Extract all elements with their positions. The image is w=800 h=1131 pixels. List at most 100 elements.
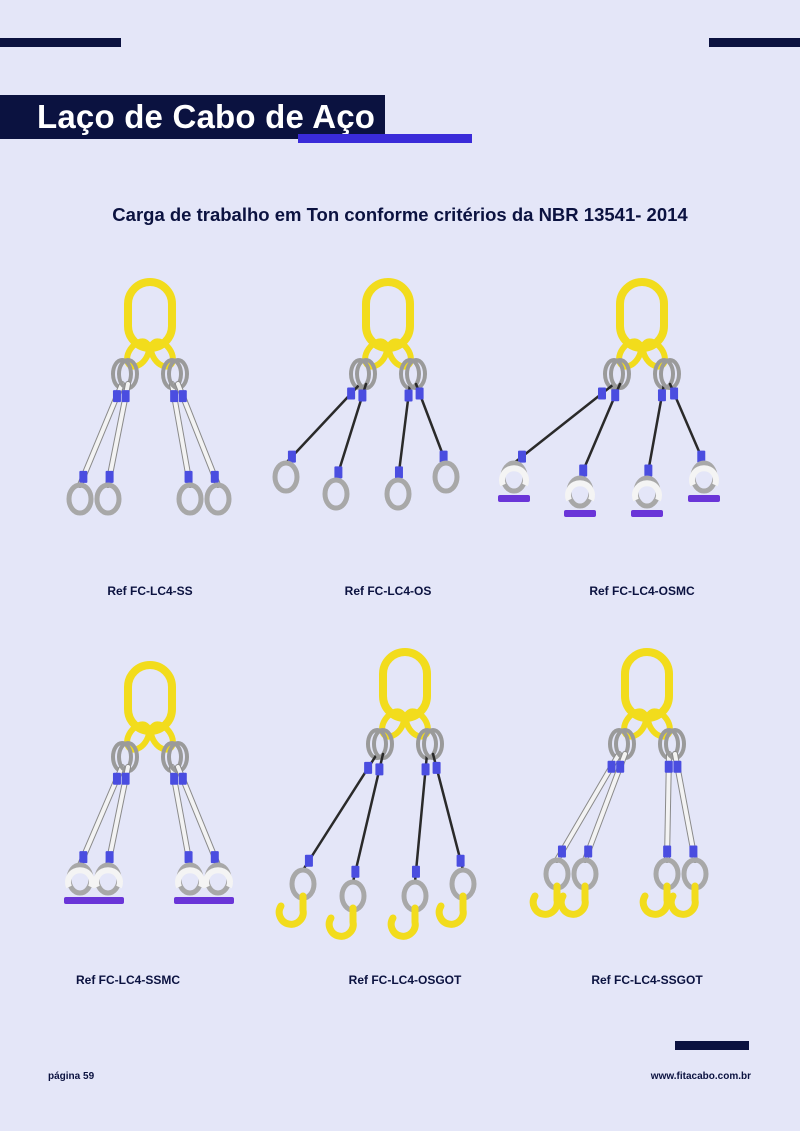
- hook: [325, 904, 357, 940]
- sling-osgot-icon: [275, 648, 477, 940]
- hook: [639, 882, 671, 918]
- ferrule-top: [121, 772, 130, 785]
- shackle-pin: [202, 897, 234, 904]
- end-eye: [322, 477, 350, 511]
- product-card-1: Ref FC-LC4-SS: [40, 278, 260, 610]
- hook: [667, 882, 699, 918]
- shackle-bow: [565, 480, 595, 502]
- ferrule-bottom: [79, 851, 88, 864]
- sling-drawing: [64, 661, 234, 904]
- website-url: www.fitacabo.com.br: [650, 1071, 751, 1082]
- shackle-bow: [689, 465, 719, 487]
- ferrule-top: [673, 760, 682, 773]
- sling-ssmc-icon: [64, 661, 234, 904]
- ferrule-top: [670, 387, 679, 400]
- sling-drawing: [272, 278, 460, 511]
- end-eye: [94, 482, 122, 516]
- product-card-6: Ref FC-LC4-SSGOT: [529, 648, 757, 995]
- product-card-4: Ref FC-LC4-SSMC: [40, 655, 260, 995]
- shackle-pin: [688, 495, 720, 502]
- shackle-pin: [631, 510, 663, 517]
- end-eye: [176, 482, 204, 516]
- top-eye: [659, 358, 681, 390]
- product-ref: Ref FC-LC4-SSMC: [76, 973, 180, 987]
- sling-osmc-icon: [498, 278, 720, 517]
- page-subtitle: Carga de trabalho em Ton conforme critér…: [112, 204, 688, 225]
- ferrule-top: [178, 390, 187, 403]
- ferrule-bottom: [411, 865, 420, 878]
- end-eye: [432, 460, 460, 494]
- sling-drawing: [498, 278, 720, 517]
- ferrule-bottom: [184, 851, 193, 864]
- product-ref: Ref FC-LC4-OSGOT: [348, 973, 462, 987]
- ferrule-top: [611, 389, 620, 402]
- ferrule-bottom: [394, 466, 403, 479]
- ferrule-bottom: [334, 466, 343, 479]
- master-link: [621, 648, 673, 722]
- hook: [557, 882, 589, 918]
- sling-os-icon: [272, 278, 460, 511]
- master-link: [124, 278, 176, 352]
- ferrule-top: [598, 387, 606, 400]
- top-eye: [349, 358, 371, 390]
- ferrule-top: [112, 772, 121, 785]
- shackle-pin: [174, 897, 206, 904]
- top-right-decor-bar: [709, 38, 800, 47]
- title-accent-bar: [298, 134, 472, 143]
- ferrule-top: [657, 389, 666, 402]
- hook: [529, 882, 561, 918]
- sling-ssgot-icon: [529, 648, 709, 918]
- ferrule-bottom: [644, 464, 653, 477]
- master-link: [362, 278, 414, 352]
- shackle-bow: [175, 867, 205, 889]
- top-eye: [603, 358, 625, 390]
- ferrule-top: [607, 760, 616, 773]
- ferrule-bottom: [518, 450, 526, 463]
- sling-drawing: [275, 648, 477, 940]
- end-eye: [384, 477, 412, 511]
- shackle-bow: [632, 480, 662, 502]
- hook: [435, 892, 467, 928]
- ferrule-bottom: [456, 854, 465, 867]
- ferrule-top: [112, 390, 121, 403]
- ferrule-top: [170, 772, 179, 785]
- ferrule-bottom: [105, 470, 114, 483]
- ferrule-bottom: [210, 470, 219, 483]
- ferrule-bottom: [557, 845, 566, 858]
- shackle-bow: [499, 465, 529, 487]
- top-left-decor-bar: [0, 38, 121, 47]
- product-ref: Ref FC-LC4-OS: [344, 584, 432, 598]
- ferrule-bottom: [79, 470, 88, 483]
- product-card-3: Ref FC-LC4-OSMC: [498, 278, 752, 610]
- shackle-bow: [93, 867, 123, 889]
- master-link: [124, 661, 176, 735]
- ferrule-top: [364, 761, 373, 774]
- ferrule-bottom: [287, 450, 296, 463]
- ferrule-bottom: [579, 464, 588, 477]
- ferrule-top: [616, 760, 625, 773]
- ferrule-top: [404, 389, 413, 402]
- sling-ss-icon: [66, 278, 232, 516]
- page-title: Laço de Cabo de Aço: [37, 98, 376, 135]
- ferrule-top: [178, 772, 187, 785]
- master-link: [379, 648, 431, 722]
- shackle-pin: [64, 897, 96, 904]
- sling-drawing: [529, 648, 709, 918]
- end-eye: [272, 460, 300, 494]
- ferrule-bottom: [304, 854, 313, 867]
- ferrule-top: [121, 390, 130, 403]
- ferrule-top: [664, 760, 673, 773]
- sling-leg: [512, 382, 616, 465]
- ferrule-bottom: [105, 851, 114, 864]
- product-ref: Ref FC-LC4-SSGOT: [591, 973, 703, 987]
- shackle-bow: [65, 867, 95, 889]
- master-link: [616, 278, 668, 352]
- hook: [387, 904, 419, 940]
- page-number: página 59: [48, 1071, 95, 1082]
- ferrule-top: [432, 761, 441, 774]
- sling-drawing: [66, 278, 232, 516]
- shackle-pin: [498, 495, 530, 502]
- ferrule-bottom: [210, 851, 219, 864]
- bottom-right-decor-bar: [675, 1041, 749, 1050]
- product-ref: Ref FC-LC4-OSMC: [589, 584, 695, 598]
